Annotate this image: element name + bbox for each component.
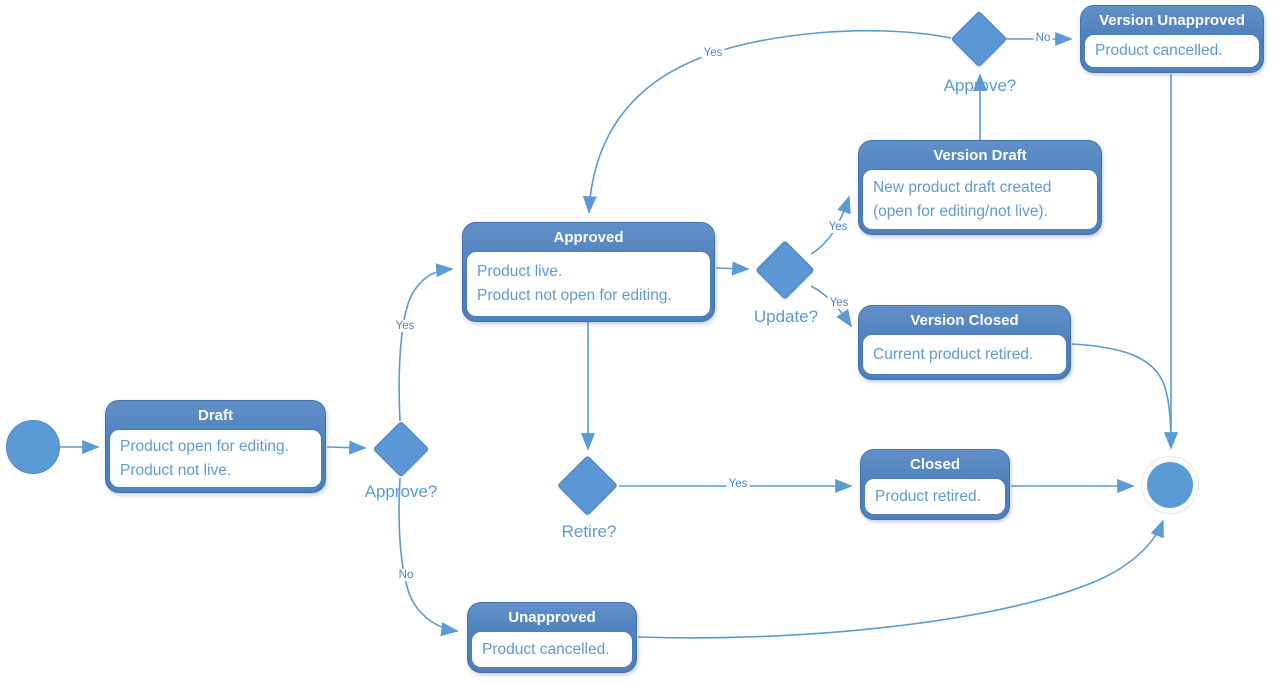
- state-body-line: Product cancelled.: [1095, 42, 1223, 59]
- state-approved-body: Product live. Product not open for editi…: [466, 251, 711, 317]
- end-node-core: [1147, 462, 1193, 508]
- state-body-line: Product open for editing.: [120, 437, 289, 455]
- connector-draft-to-approve-decision: [326, 440, 367, 455]
- state-version-closed[interactable]: Version Closed Current product retired.: [858, 305, 1071, 380]
- state-version-draft[interactable]: Version Draft New product draft created …: [858, 140, 1102, 235]
- state-closed-title: Closed: [909, 456, 960, 473]
- state-body-line: (open for editing/not live).: [873, 202, 1048, 220]
- state-unapproved-title: Unapproved: [508, 609, 596, 626]
- start-node[interactable]: [6, 420, 60, 474]
- state-closed[interactable]: Closed Product retired.: [860, 449, 1010, 520]
- state-body-line: Product not open for editing.: [477, 287, 672, 304]
- state-draft-title: Draft: [197, 407, 233, 424]
- state-body-line: Product live.: [477, 263, 563, 280]
- decision-approve-version-label: Approve?: [943, 76, 1017, 95]
- state-body-line: New product draft created: [873, 178, 1052, 196]
- decision-update-label: Update?: [753, 307, 819, 326]
- connector-approve2-yes-to-approved: [582, 29, 952, 214]
- state-version-unapproved[interactable]: Version Unapproved Product cancelled.: [1080, 5, 1264, 73]
- state-approved-title: Approved: [553, 229, 624, 246]
- state-draft-body: Product open for editing. Product not li…: [109, 429, 322, 488]
- state-version-closed-body: Current product retired.: [862, 334, 1067, 375]
- state-version-unapproved-body: Product cancelled.: [1084, 34, 1260, 68]
- edge-label-update-yes-closed: Yes: [827, 297, 851, 309]
- connector-approve-yes-to-approved: [398, 263, 454, 422]
- decision-approve-initial-label: Approve?: [364, 482, 438, 501]
- state-closed-body: Product retired.: [864, 478, 1006, 515]
- end-node[interactable]: [1141, 456, 1199, 514]
- connector-unapproved-to-end: [637, 519, 1164, 639]
- edge-label-approve-version-yes: Yes: [701, 47, 725, 59]
- edge-label-update-yes-draft: Yes: [826, 221, 850, 233]
- edge-label-approve-initial-yes: Yes: [393, 320, 417, 332]
- state-version-draft-body: New product draft created (open for edit…: [862, 169, 1098, 230]
- connector-approve-no-to-unapproved: [398, 477, 459, 637]
- decision-retire-label: Retire?: [561, 522, 617, 541]
- edge-label-approve-initial-no: No: [396, 569, 416, 581]
- state-unapproved[interactable]: Unapproved Product cancelled.: [467, 602, 637, 673]
- edge-label-retire-yes: Yes: [726, 478, 750, 490]
- state-body-line: Product retired.: [875, 487, 981, 505]
- state-body-line: Current product retired.: [873, 345, 1034, 363]
- state-body-line: Product cancelled.: [482, 640, 610, 658]
- state-body-line: Product not live.: [120, 461, 232, 479]
- edge-label-approve-version-no: No: [1033, 32, 1053, 44]
- state-version-draft-title: Version Draft: [933, 147, 1027, 164]
- state-draft[interactable]: Draft Product open for editing. Product …: [105, 400, 326, 493]
- state-unapproved-body: Product cancelled.: [471, 631, 633, 668]
- connector-approved-to-update-decision: [715, 261, 750, 276]
- state-version-closed-title: Version Closed: [910, 312, 1019, 329]
- connector-version-closed-to-end: [1071, 343, 1172, 447]
- state-version-unapproved-title: Version Unapproved: [1099, 12, 1245, 29]
- state-approved[interactable]: Approved Product live. Product not open …: [462, 222, 715, 322]
